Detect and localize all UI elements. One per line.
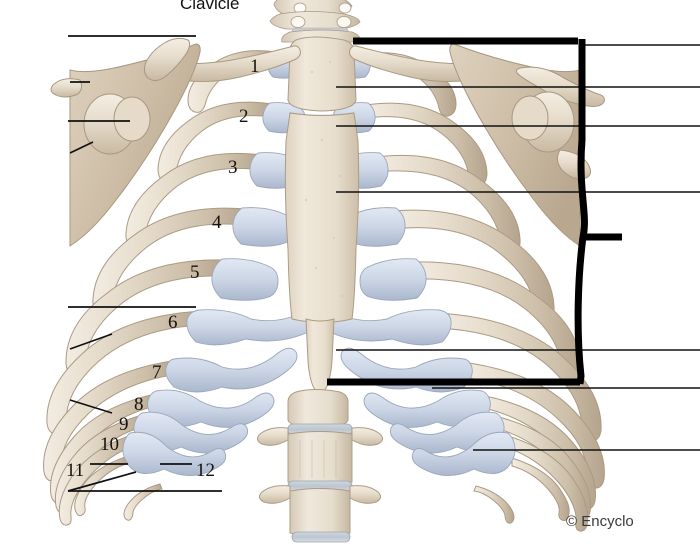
costal-cartilage-right-group (321, 50, 516, 476)
rib-number-11: 11 (66, 460, 85, 481)
bracket-spine (574, 39, 588, 385)
scapula-left-group (50, 37, 201, 247)
rib-number-1: 1 (250, 56, 260, 77)
copyright-credit: © Encyclo (566, 513, 634, 530)
lumbar-vertebrae-group (256, 389, 384, 543)
rib-body-leader (69, 333, 113, 350)
ribs-right-group (361, 52, 605, 532)
cervical-vertebrae-group (269, 0, 361, 43)
rib-number-6: 6 (168, 312, 178, 333)
clavicle-title-label: Clavicle (180, 0, 240, 13)
rib-number-7: 7 (152, 362, 162, 383)
sternum-group (284, 36, 360, 396)
coracoid-leader (69, 141, 94, 154)
rib-number-3: 3 (228, 157, 238, 178)
rib-number-2: 2 (239, 106, 249, 127)
rib-number-5: 5 (190, 262, 200, 283)
rib-number-4: 4 (212, 212, 222, 233)
rib-number-10: 10 (100, 434, 119, 455)
rib-number-8: 8 (134, 394, 144, 415)
false-ribs-leader (69, 399, 113, 414)
right-leader-lines (336, 44, 700, 451)
floating-ribs-leader-a (67, 471, 137, 492)
thoracic-cage-bracket (327, 37, 622, 386)
rib-number-9: 9 (119, 414, 129, 435)
left-leader-lines (67, 35, 222, 492)
rib-number-12: 12 (196, 460, 215, 481)
